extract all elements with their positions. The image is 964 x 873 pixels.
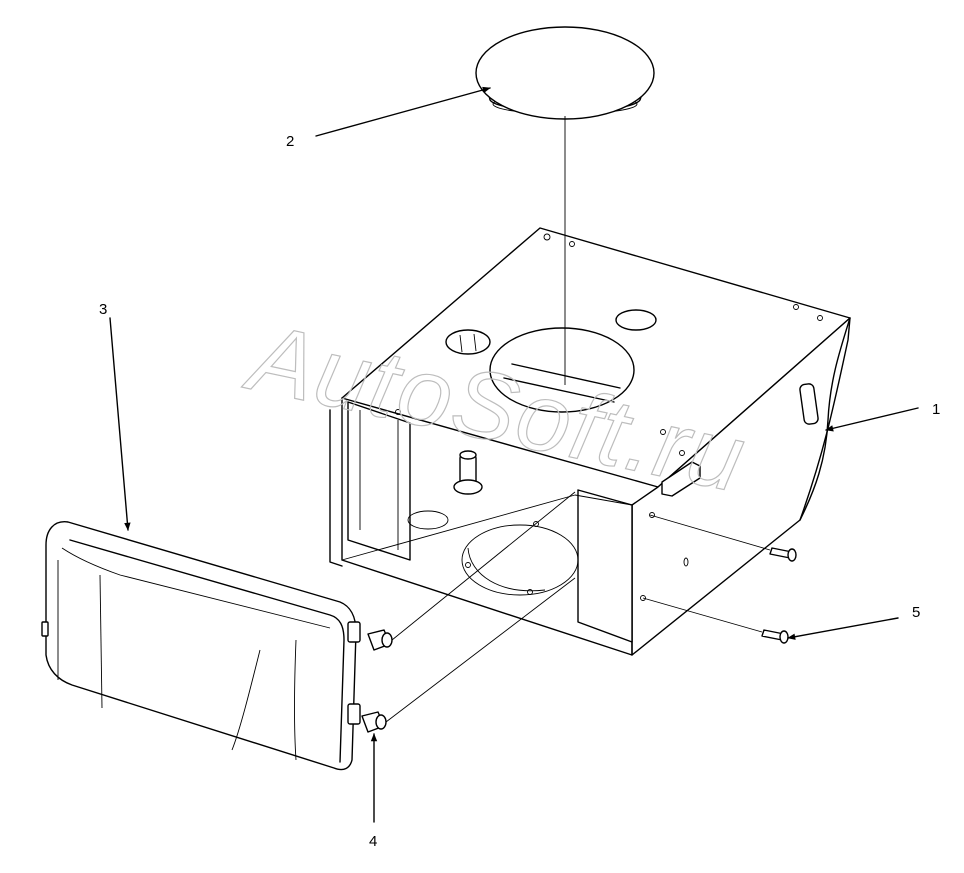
- housing-box-icon: [329, 227, 851, 656]
- callout-5: 5: [912, 604, 920, 621]
- leader-lines: [109, 86, 919, 823]
- headlamp-icon: [41, 521, 361, 771]
- callout-2: 2: [286, 133, 294, 150]
- callout-4: 4: [369, 833, 377, 850]
- assembly-lines: [385, 116, 771, 723]
- spacer-bushing-icon: [361, 629, 393, 733]
- screw-icon: [761, 547, 797, 644]
- round-cap-icon: [475, 26, 655, 120]
- callout-3: 3: [99, 301, 107, 318]
- callout-1: 1: [932, 401, 940, 418]
